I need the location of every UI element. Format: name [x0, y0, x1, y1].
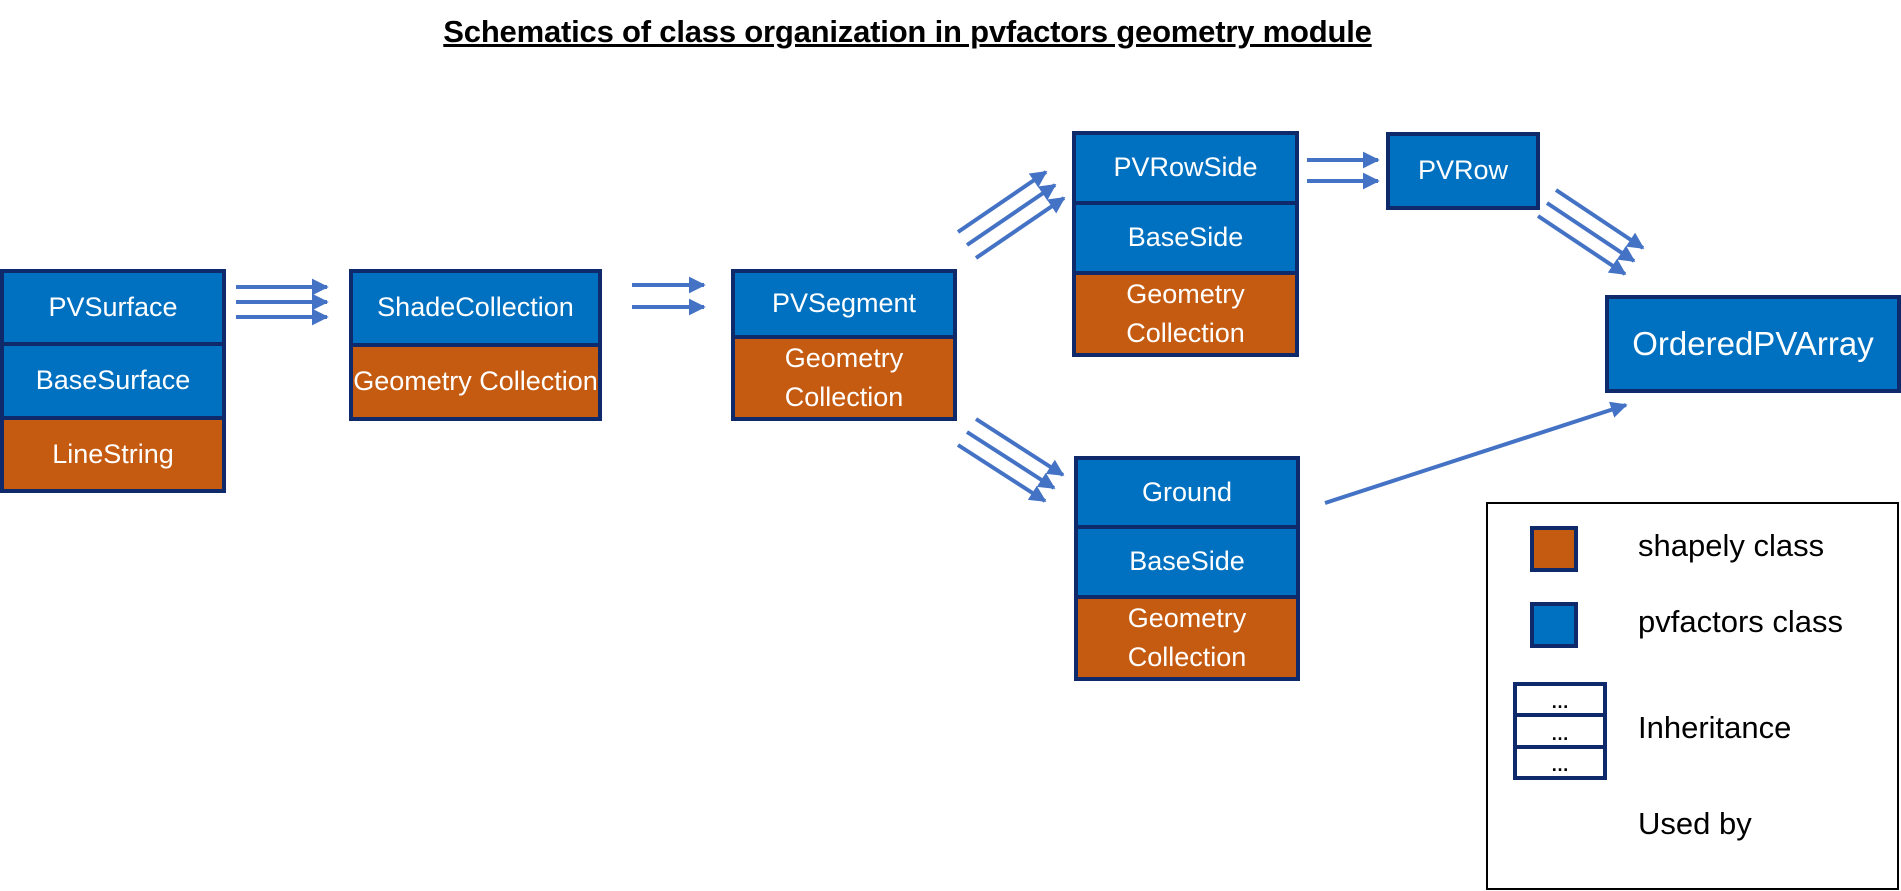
- node-pvrowside: PVRowSide BaseSide Geometry Collection: [1072, 131, 1299, 357]
- arrow-pvrowside-to-pvrow: [1307, 151, 1380, 190]
- pvsegment-label: PVSegment: [735, 273, 953, 335]
- shadecollection-label: ShadeCollection: [353, 273, 598, 343]
- basesurface-label: BaseSurface: [4, 346, 222, 416]
- node-ground: Ground BaseSide Geometry Collection: [1074, 456, 1300, 681]
- node-shadecollection: ShadeCollection Geometry Collection: [349, 269, 602, 421]
- linestring-label: LineString: [4, 419, 222, 489]
- arrow-pvsegment-to-ground: [956, 417, 1065, 503]
- pvsurface-label: PVSurface: [4, 273, 222, 343]
- pvrowside-label: PVRowSide: [1076, 135, 1295, 201]
- geometry-collection-label: Geometry Collection: [1078, 598, 1296, 677]
- legend-inheritance-cell: …: [1517, 686, 1603, 714]
- node-pvsurface: PVSurface BaseSurface LineString: [0, 269, 226, 493]
- geometry-collection-label: Geometry Collection: [735, 338, 953, 417]
- legend-used-by-label: Used by: [1638, 806, 1752, 841]
- legend-pvfactors-swatch: [1530, 602, 1578, 648]
- legend: shapely class pvfactors class … … … Inhe…: [1486, 502, 1899, 890]
- arrow-pvsurface-to-shadecollection: [236, 278, 329, 326]
- node-orderedpvarray: OrderedPVArray: [1605, 295, 1901, 393]
- baseside-label: BaseSide: [1078, 529, 1296, 595]
- legend-pvfactors-label: pvfactors class: [1638, 604, 1844, 639]
- legend-shapely-swatch: [1530, 526, 1578, 572]
- ground-label: Ground: [1078, 460, 1296, 526]
- node-pvrow: PVRow: [1386, 132, 1540, 210]
- arrow-pvrow-to-orderedpvarray: [1536, 188, 1645, 276]
- arrow-pvsegment-to-pvrowside: [956, 170, 1066, 260]
- arrow-shadecollection-to-pvsegment: [632, 276, 706, 316]
- orderedpvarray-label: OrderedPVArray: [1609, 299, 1897, 389]
- pvrow-label: PVRow: [1390, 136, 1536, 206]
- arrow-ground-to-orderedpvarray: [1324, 401, 1628, 505]
- node-pvsegment: PVSegment Geometry Collection: [731, 269, 957, 421]
- geometry-collection-label: Geometry Collection: [353, 347, 598, 417]
- diagram-title: Schematics of class organization in pvfa…: [443, 14, 1372, 49]
- baseside-label: BaseSide: [1076, 204, 1295, 271]
- geometry-collection-label: Geometry Collection: [1076, 274, 1295, 353]
- legend-shapely-label: shapely class: [1638, 528, 1825, 563]
- legend-inheritance-cell: …: [1517, 748, 1603, 776]
- legend-inheritance-cell: …: [1517, 717, 1603, 745]
- legend-inheritance-label: Inheritance: [1638, 710, 1792, 745]
- legend-inheritance-stack: … … …: [1513, 682, 1607, 780]
